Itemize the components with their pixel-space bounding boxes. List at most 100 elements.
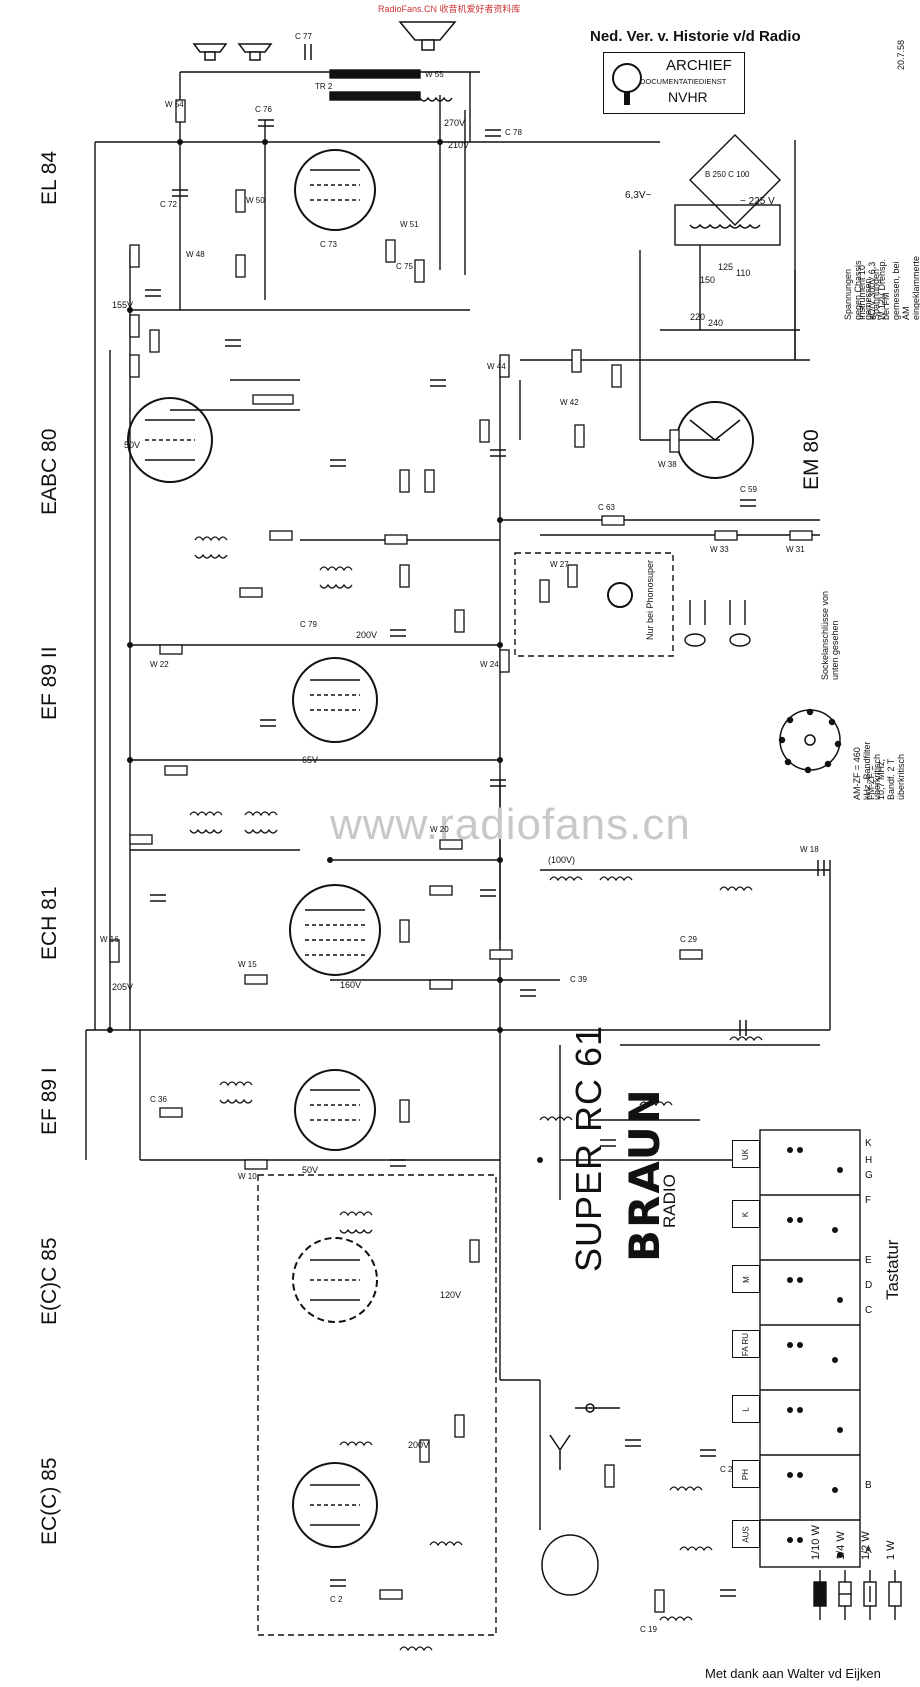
tube-label-em80: EM 80 [800,429,823,490]
note-socket: Sockelanschlüsse von unten gesehen [820,590,840,680]
globe-icon [612,63,642,105]
archive-stamp: ARCHIEF DOCUMENTATIEDIENST NVHR [603,52,745,114]
voltage-label: 205V [112,982,134,992]
credit-line: Met dank aan Walter vd Eijken [705,1666,881,1681]
key-column-label: G [865,1170,873,1181]
component-label: C 36 [150,1095,167,1104]
mains-tap-2: 125 [718,262,734,272]
voltage-label: 210V [448,140,470,150]
key-column-label: E [865,1255,872,1266]
tube-ecc85-a [292,1237,378,1323]
wattage-label: 1/2 W [860,1531,872,1560]
key-column-label: A [865,1545,872,1556]
component-label: TR 2 [315,82,333,91]
key-column-label: K [865,1138,872,1149]
key-column-label: B [865,1480,872,1491]
component-label: W 22 [150,660,169,669]
mains-tap-3: 150 [700,275,716,285]
tube-label-ecc85-b: EC(C) 85 [38,1457,61,1545]
tube-ef89-2 [292,657,378,743]
wattage-label: 1/10 W [810,1525,822,1560]
stamp-line-3: NVHR [668,89,708,105]
component-label: W 54 [165,100,184,109]
voltage-label: 270V [444,118,466,128]
voltage-label: (100V) [548,855,576,865]
component-label: C 39 [570,975,587,984]
component-label: W 18 [800,845,819,854]
component-label: C 75 [396,262,413,271]
phono-socket [607,582,633,608]
key-ph: PH [732,1460,760,1488]
component-label: W 38 [658,460,677,469]
key-aus: AUS [732,1520,760,1548]
key-fa-ru: FA RU [732,1330,760,1358]
key-column-label: C [865,1305,873,1316]
mains-label: ~ 225 V [740,196,775,207]
tube-label-ef89-1: EF 89 I [38,1067,61,1135]
component-label: W 51 [400,220,419,229]
voltage-label: 50V [302,1165,319,1175]
mains-tap-4: 220 [690,312,706,322]
component-label: C 29 [680,935,697,944]
voltage-label: 160V [340,980,362,990]
component-label: W 42 [560,398,579,407]
component-label: W 10 [238,1172,257,1181]
key-k: K [732,1200,760,1228]
key-column-label: H [865,1155,873,1166]
tube-ech81 [289,884,381,976]
tube-label-eabc80: EABC 80 [38,428,61,515]
tube-label-ef89-2: EF 89 II [38,646,61,720]
component-label: W 31 [786,545,805,554]
component-label: W 33 [710,545,729,554]
voltage-label: 65V [302,755,319,765]
voltage-label: 155V [112,300,134,310]
archive-header: Ned. Ver. v. Historie v/d Radio [590,28,801,45]
tube-ecc85-b [292,1462,378,1548]
component-label: C 19 [640,1625,657,1634]
component-label: C 73 [320,240,337,249]
wattage-label: 1 W [885,1540,897,1560]
component-label: C 77 [295,32,312,41]
component-label: C 76 [255,105,272,114]
tube-label-ecc85-a: E(C)C 85 [38,1237,61,1325]
note-phono: Nur bei Phonosuper [645,559,655,640]
rectifier-label: B 250 C 100 [705,170,750,179]
key-uk: UK [732,1140,760,1168]
heater-label: 6,3V~ [625,190,652,201]
wattage-label: 1/4 W [835,1531,847,1560]
component-label: C 22 [720,1465,737,1474]
note-am-values: Spannungen bei FM gemessen, bei AM einge… [871,255,920,320]
component-label: W 20 [430,825,449,834]
mains-tap-5: 240 [708,318,724,328]
page-reference: 20.7.58 [896,39,906,70]
component-label: C 2 [330,1595,343,1604]
component-label: W 16 [100,935,119,944]
tube-label-ech81: ECH 81 [38,886,61,960]
voltage-label: 120V [440,1290,462,1300]
component-label: W 24 [480,660,499,669]
component-label: W 44 [487,362,506,371]
component-label: C 78 [505,128,522,137]
component-label: W 27 [550,560,569,569]
keyboard-title: Tastatur [883,1239,902,1300]
speakers [192,21,457,61]
component-label: W 55 [425,70,444,79]
model-name: SUPER RC 61 [568,1024,609,1272]
key-column-label: D [865,1280,873,1291]
component-label: C 79 [300,620,317,629]
component-label: W 48 [186,250,205,259]
voltage-label: 50V [124,440,141,450]
component-label: C 72 [160,200,177,209]
loop-antenna [541,1534,599,1596]
key-column-label: F [865,1195,872,1206]
key-m: M [732,1265,760,1293]
mains-tap-1: 110 [736,268,751,278]
site-watermark: www.radiofans.cn [330,800,691,849]
voltage-label: 200V [408,1440,430,1450]
tube-ef89-1 [294,1069,376,1151]
voltage-label: 200V [356,630,378,640]
tube-eabc80 [127,397,213,483]
component-label: C 59 [740,485,757,494]
stamp-line-2: DOCUMENTATIEDIENST [640,77,727,86]
